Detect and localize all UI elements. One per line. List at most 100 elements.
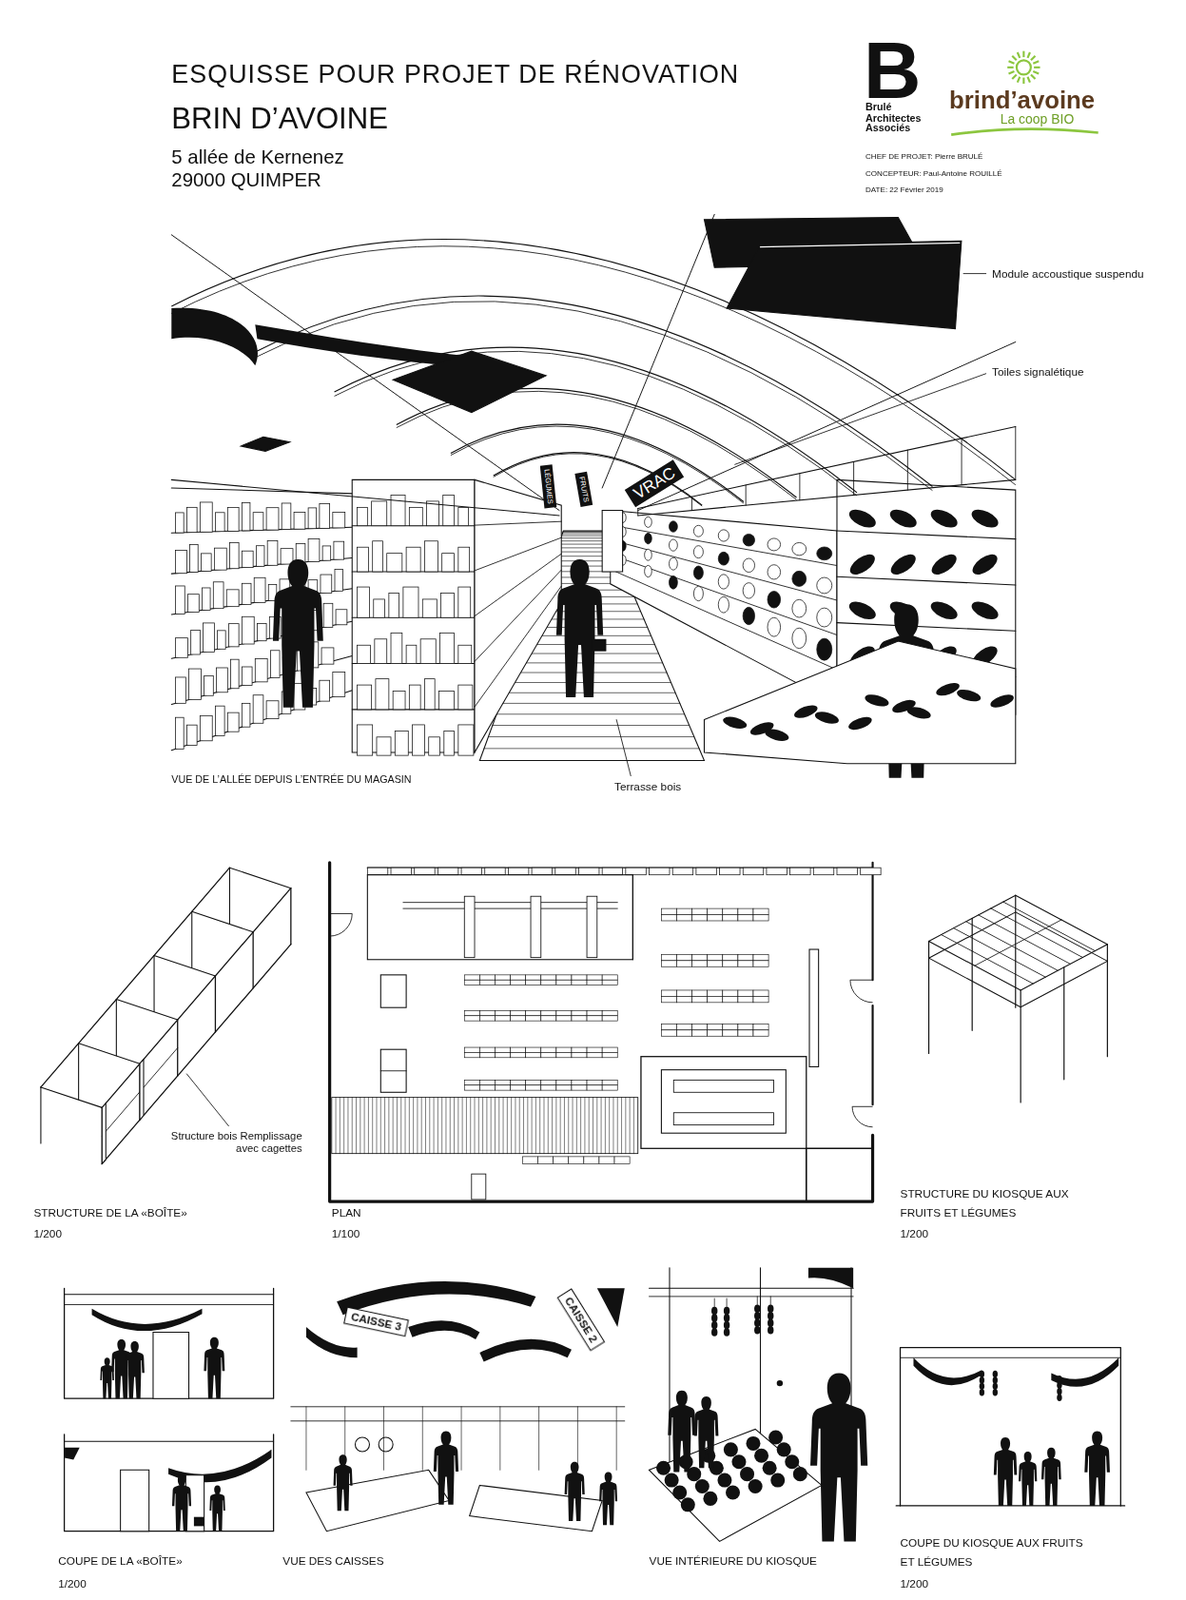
- bulk-bin: [742, 583, 755, 599]
- product-box: [458, 586, 471, 618]
- shelving-cell: [676, 953, 692, 960]
- logo-ray: [1027, 52, 1030, 59]
- facade-window: [860, 867, 881, 875]
- shelving-cell: [541, 979, 557, 985]
- shelving-cell: [661, 953, 677, 960]
- door-swing: [852, 1106, 873, 1127]
- shelving-cell: [602, 1079, 618, 1085]
- shelving-cell: [676, 990, 692, 996]
- bread-item: [846, 714, 874, 733]
- shelving-cell: [464, 1079, 480, 1085]
- address: 5 allée de Kernenez: [171, 145, 344, 168]
- product-box: [199, 502, 213, 532]
- column-shelf: [809, 949, 819, 1067]
- checkout: [614, 1156, 630, 1165]
- product-box: [442, 553, 455, 572]
- logo-ray: [1032, 71, 1039, 74]
- banner-text: FRUITS: [574, 471, 593, 507]
- fruit: [731, 1454, 746, 1469]
- basket: [591, 639, 606, 652]
- shelving-cell: [494, 1051, 510, 1057]
- shelving-cell: [661, 995, 677, 1002]
- roof-ridge: [638, 342, 1016, 511]
- bulk-bin: [718, 529, 729, 542]
- bread-item: [721, 714, 749, 731]
- deck-hatch: [560, 1097, 562, 1154]
- fruit: [754, 1448, 769, 1463]
- shelving-cell: [464, 1085, 480, 1090]
- shelving-cell: [494, 979, 510, 985]
- product-box: [281, 503, 292, 530]
- credit-line: CHEF DE PROJET: Pierre BRULÉ: [865, 153, 983, 162]
- bulk-bin: [644, 548, 653, 561]
- shelving-cell: [707, 914, 723, 921]
- hanging-produce: [711, 1321, 718, 1330]
- shelving-cell: [541, 1015, 557, 1021]
- bulk-bin: [693, 545, 703, 559]
- deck-hatch: [604, 1097, 606, 1154]
- timber-post: [668, 1267, 670, 1470]
- product-box: [374, 639, 388, 664]
- box-structure: [40, 867, 292, 1164]
- bulk-bin: [792, 570, 807, 586]
- product-box: [333, 541, 345, 560]
- hanging-cloth: [597, 1287, 625, 1327]
- section-beam: [900, 1357, 1122, 1359]
- bulk-bin: [693, 585, 703, 601]
- shelving: [464, 895, 475, 957]
- timber-post: [191, 911, 193, 968]
- shelving-cell: [738, 960, 754, 967]
- product-box: [254, 659, 268, 682]
- timber-post: [77, 1043, 79, 1100]
- section-wall: [64, 1287, 274, 1399]
- person-silhouette: [1041, 1447, 1062, 1506]
- deck-hatch: [408, 1097, 410, 1154]
- door: [120, 1469, 150, 1531]
- checkout: [583, 1156, 600, 1165]
- shelving-cell: [541, 1047, 557, 1052]
- shelving-cell: [510, 979, 526, 985]
- facade-window: [602, 867, 623, 875]
- product-box: [357, 684, 372, 710]
- product-box: [217, 630, 227, 649]
- bulk-bin: [669, 557, 679, 570]
- logo-ray: [1033, 66, 1040, 69]
- deck-hatch: [368, 1097, 370, 1154]
- kiosk-stall: [673, 1079, 774, 1092]
- product-box: [241, 666, 253, 686]
- product-box: [406, 546, 421, 572]
- deck-plank: [563, 531, 607, 533]
- deck-hatch: [396, 1097, 398, 1154]
- shelving: [586, 895, 598, 957]
- timber-beam: [40, 1087, 102, 1108]
- deck-hatch: [547, 1097, 549, 1154]
- wall: [806, 1147, 874, 1202]
- shelving-cell: [541, 1051, 557, 1057]
- product-box: [427, 501, 440, 526]
- bulk-bin: [718, 574, 729, 589]
- shelving-cell: [586, 1085, 603, 1090]
- deck-hatch: [364, 1097, 366, 1154]
- scale: 1/200: [900, 1576, 930, 1591]
- facade-window: [696, 867, 717, 875]
- kiosk-plan: [641, 1056, 807, 1149]
- shelving-cell: [661, 914, 677, 921]
- product-box: [204, 676, 214, 697]
- shelf-line: [610, 568, 837, 670]
- timber-beam: [929, 894, 1109, 991]
- shelving-cell: [586, 1079, 603, 1085]
- deck-hatch: [583, 1097, 585, 1154]
- bread-counter: [703, 641, 1015, 764]
- view-caption: COUPE DE LA «BOÎTE»: [58, 1554, 183, 1568]
- product-box: [229, 543, 239, 569]
- product-box: [214, 512, 225, 532]
- deck-hatch: [437, 1097, 439, 1154]
- shelving: [403, 901, 618, 903]
- shelving-cell: [541, 1010, 557, 1015]
- shelving-cell: [464, 974, 480, 980]
- kiosk-section: [895, 1347, 1125, 1506]
- deck-plank: [562, 535, 609, 537]
- bread-loaf: [969, 505, 1002, 531]
- deck-hatch: [621, 1097, 623, 1154]
